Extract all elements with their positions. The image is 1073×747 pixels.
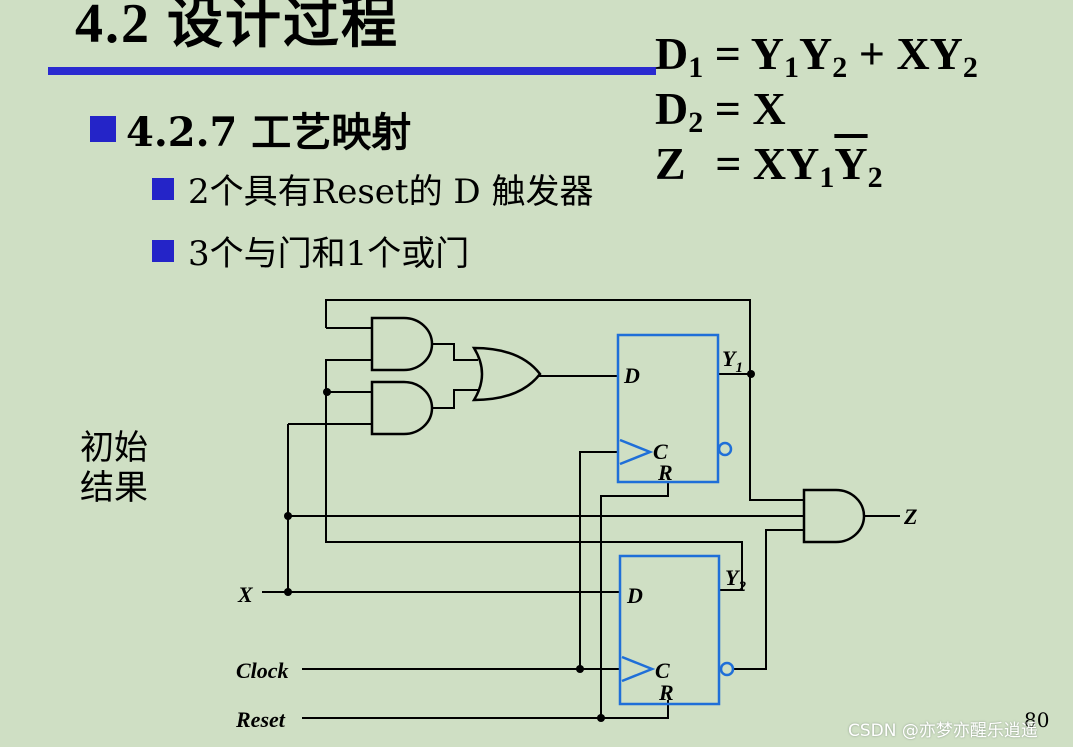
ff2-d-label: D	[626, 583, 643, 608]
clock-triangle-icon	[619, 438, 654, 466]
wire-y1-to-z	[749, 374, 804, 501]
flip-flop-body	[618, 554, 721, 706]
eq-subscript: 1	[819, 161, 835, 194]
junction-dot	[576, 665, 584, 673]
q-subscript: 1	[735, 360, 743, 376]
eq-symbol: D	[655, 83, 689, 134]
junction-dot	[323, 388, 331, 396]
junction-dot	[597, 714, 605, 722]
wire-reset-ff1	[600, 482, 669, 718]
q-symbol: Y	[725, 565, 741, 590]
equation-z: Z = XY1Y2	[655, 136, 978, 194]
wires	[262, 299, 900, 719]
ff1-c-label: C	[653, 439, 668, 464]
bullet-square-icon	[152, 239, 174, 262]
junction-dot	[747, 370, 755, 378]
eq-subscript: 2	[688, 106, 704, 139]
and-gate-icon	[802, 488, 866, 544]
bullet-text: 3个与门和1个或门	[188, 234, 470, 274]
section-heading: 4.2.7 工艺映射	[90, 100, 411, 158]
bullet-text: 2个具有Reset的 D 触发器	[188, 172, 594, 212]
or-gate-icon	[471, 346, 542, 402]
ff1-r-label: R	[657, 460, 673, 485]
ff1-d-label: D	[623, 363, 640, 388]
and-gate-icon	[370, 380, 434, 436]
equations-block: D1 = Y1Y2 + XY2 D2 = X Z = XY1Y2	[655, 26, 978, 194]
page-number: 80	[1024, 708, 1050, 732]
wire-y1-feedback	[325, 299, 751, 375]
q-symbol: Y	[722, 346, 738, 371]
bullet-square-icon	[90, 116, 116, 142]
clock-triangle-icon	[621, 655, 656, 683]
eq-symbol-negated: Y	[834, 138, 868, 189]
side-label: 初始 结果	[80, 428, 158, 508]
gates	[370, 316, 866, 544]
junction-dot	[284, 512, 292, 520]
eq-symbol: XY	[896, 28, 963, 79]
eq-operator: =	[703, 28, 751, 79]
title-underline	[48, 67, 656, 75]
watermark: CSDN @亦梦亦醒乐逍遥	[848, 721, 1038, 741]
eq-subscript: 2	[867, 161, 883, 194]
equation-d1: D1 = Y1Y2 + XY2	[655, 26, 978, 84]
eq-symbol: Y	[798, 28, 833, 79]
flip-flop-2: D C R Y2	[618, 554, 746, 706]
wire-reset	[302, 700, 669, 719]
bullet-item: 2个具有Reset的 D 触发器	[152, 164, 593, 213]
wire-and2-out	[432, 389, 478, 409]
junctions	[284, 370, 755, 722]
eq-operator: +	[847, 28, 897, 79]
inverted-output-bubble-icon	[717, 441, 733, 457]
flip-flop-1: D C R Y1	[616, 333, 743, 485]
side-label-line: 结果	[80, 468, 148, 508]
bullet-square-icon	[152, 177, 174, 200]
equation-d2: D2 = X	[655, 81, 978, 139]
and-gate-icon	[370, 316, 434, 372]
side-label-line: 初始	[80, 428, 148, 468]
input-x-label: X	[237, 582, 254, 607]
ff2-q-label: Y2	[725, 565, 746, 595]
ff2-r-label: R	[658, 680, 674, 705]
wire-y2n-to-z	[734, 529, 804, 670]
eq-subscript: 1	[688, 51, 704, 84]
wire-y2-bus	[325, 359, 743, 591]
output-z-label: Z	[903, 504, 917, 529]
input-clock-label: Clock	[236, 658, 289, 683]
ff1-q-label: Y1	[722, 346, 743, 376]
inverted-output-bubble-icon	[719, 661, 735, 677]
bullet-item: 3个与门和1个或门	[152, 226, 469, 275]
eq-subscript: 2	[832, 51, 848, 84]
eq-subscript: 2	[962, 51, 978, 84]
section-heading-text: 4.2.7 工艺映射	[126, 109, 412, 156]
eq-symbol: XY	[752, 138, 820, 189]
eq-operator: =	[703, 138, 753, 189]
flip-flop-body	[616, 333, 720, 484]
eq-symbol: X	[752, 83, 786, 134]
eq-symbol: Z	[655, 138, 686, 189]
eq-subscript: 1	[783, 51, 799, 84]
q-subscript: 2	[737, 579, 746, 595]
wire-clock-ff1	[579, 451, 618, 669]
slide-title: 4.2 设计过程	[75, 0, 399, 55]
eq-symbol: Y	[750, 28, 784, 79]
eq-symbol: D	[655, 28, 689, 79]
wire-and1-out	[432, 343, 478, 361]
ff2-c-label: C	[655, 658, 670, 683]
junction-dot	[284, 588, 292, 596]
eq-operator: =	[703, 83, 753, 134]
input-reset-label: Reset	[235, 707, 286, 732]
